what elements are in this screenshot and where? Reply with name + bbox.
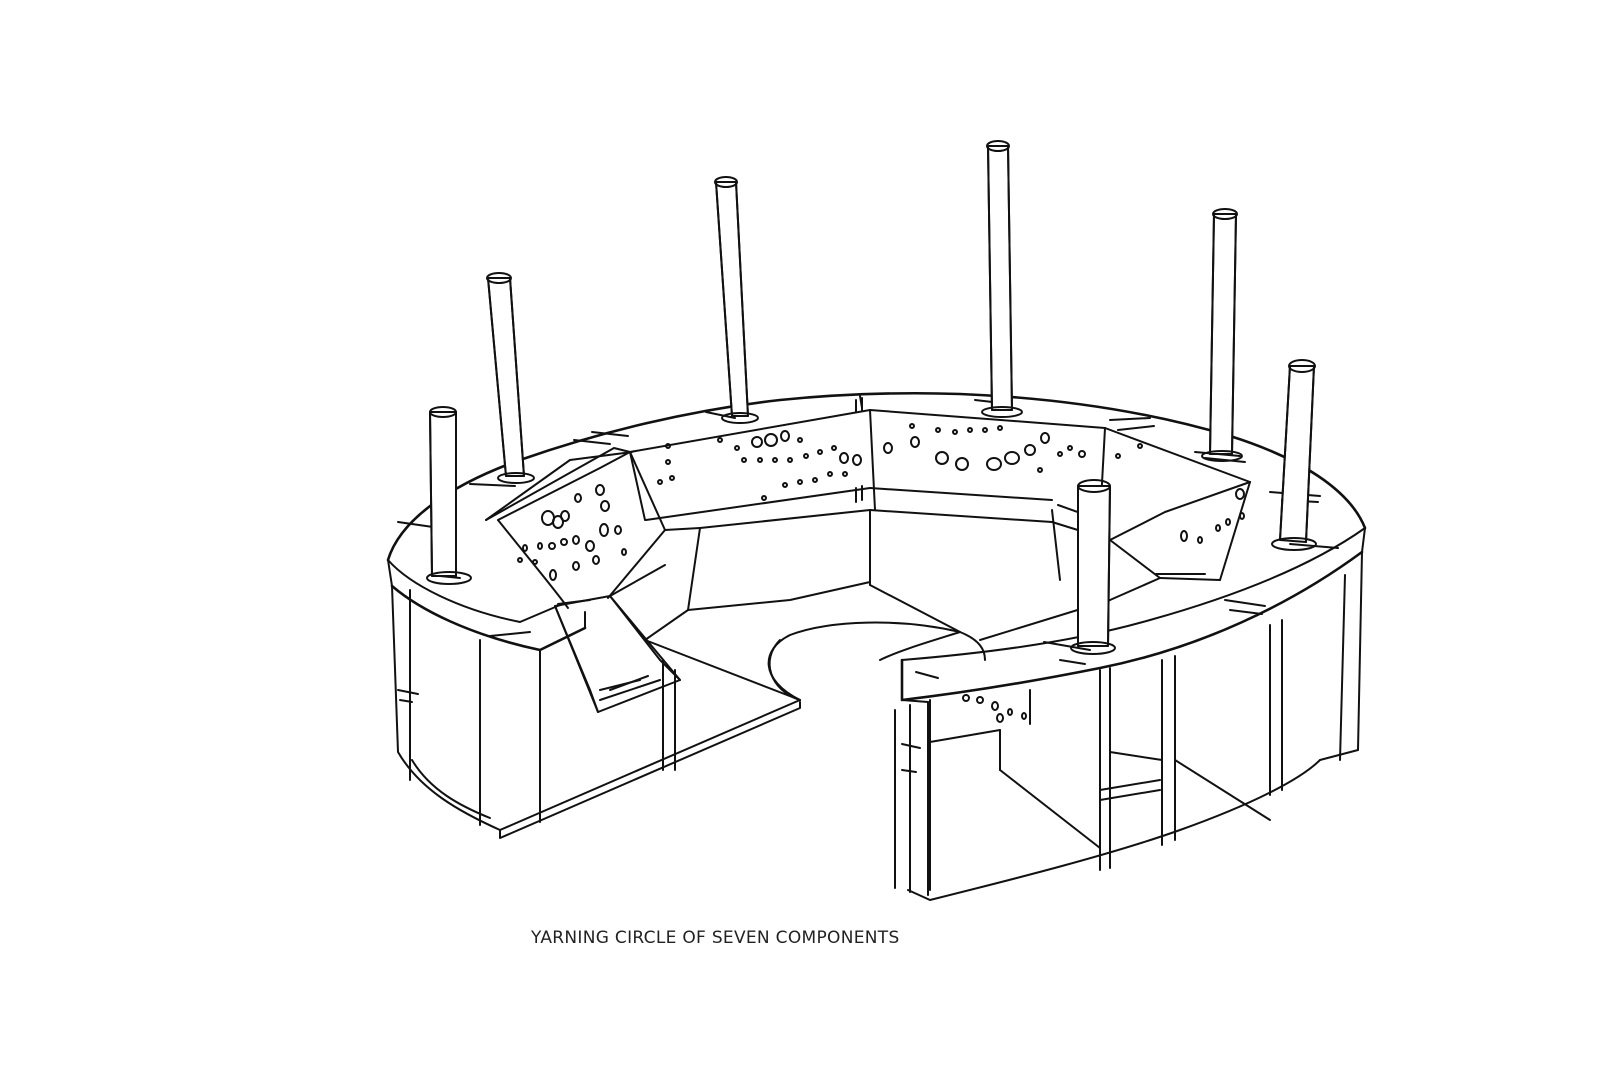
inner-seats-left (485, 451, 1053, 701)
pole (426, 406, 472, 585)
pole (486, 272, 535, 484)
pole (1070, 479, 1116, 655)
left-armrest-block (554, 564, 681, 713)
left-arm-end (387, 559, 801, 839)
poles (426, 140, 1317, 655)
pole (714, 176, 759, 424)
perforation-holes (517, 423, 1245, 723)
back-panels (485, 397, 1251, 581)
right-arm-end (894, 527, 1366, 901)
pole (981, 140, 1023, 418)
drawing-caption: YARNING CIRCLE OF SEVEN COMPONENTS (531, 928, 900, 948)
pole (1201, 208, 1243, 462)
pole (1271, 359, 1317, 551)
floor-cutout (767, 621, 986, 701)
inner-seats-right (879, 481, 1251, 661)
